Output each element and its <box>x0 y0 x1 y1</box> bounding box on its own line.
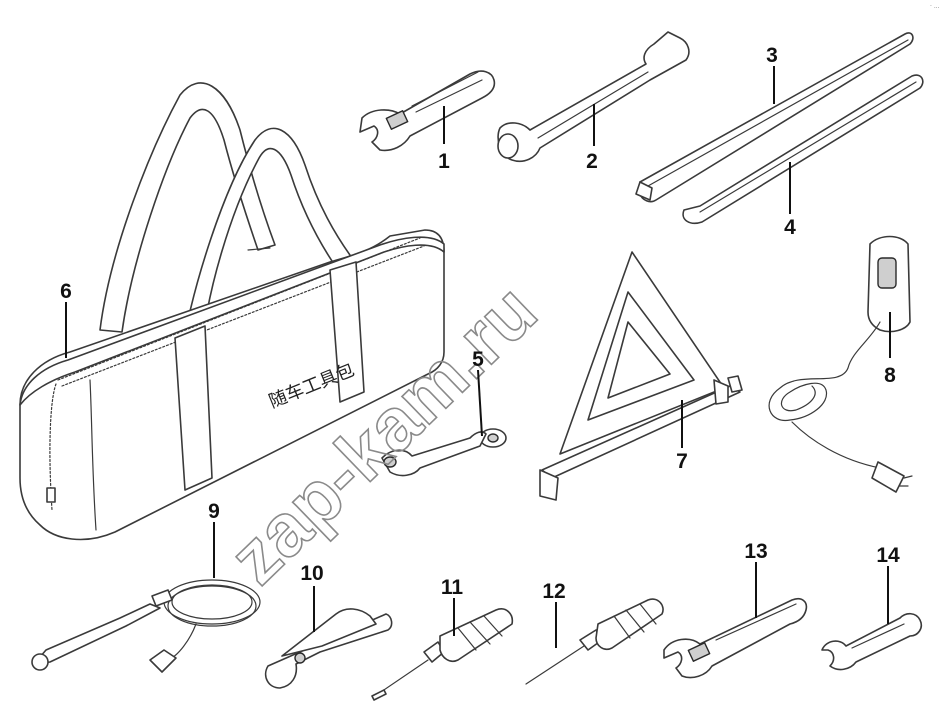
pliers-illustration <box>264 608 393 689</box>
open-end-spanner-illustration <box>821 612 923 671</box>
callout-4: 4 <box>784 216 796 239</box>
adjustable-wrench-illustration <box>663 597 808 679</box>
callout-1: 1 <box>438 150 450 173</box>
callout-8: 8 <box>884 364 896 387</box>
callout-6: 6 <box>60 280 72 303</box>
screwdriver-phillips-illustration <box>525 598 664 685</box>
socket-extension-illustration <box>497 31 690 163</box>
callout-11: 11 <box>441 576 464 599</box>
callout-10: 10 <box>300 562 323 585</box>
ring-spanner-illustration <box>381 428 507 477</box>
warning-triangle-illustration <box>539 251 743 501</box>
callout-3: 3 <box>766 44 778 67</box>
pry-bar-illustration <box>682 74 924 225</box>
lever-bar-illustration <box>635 32 914 203</box>
screwdriver-flat-illustration <box>371 608 514 701</box>
callout-12: 12 <box>542 580 565 603</box>
callout-7: 7 <box>676 450 688 473</box>
callout-9: 9 <box>208 500 220 523</box>
callout-13: 13 <box>744 540 767 563</box>
inflator-hose-illustration <box>31 579 261 673</box>
wrench-illustration <box>359 70 496 152</box>
inspection-lamp-illustration <box>768 235 913 493</box>
leader-lines <box>65 66 891 648</box>
callout-14: 14 <box>876 544 900 567</box>
callout-5: 5 <box>472 348 484 371</box>
corner-mark: · ... <box>930 3 940 10</box>
tool-bag-illustration <box>19 82 445 541</box>
callout-2: 2 <box>586 150 598 173</box>
